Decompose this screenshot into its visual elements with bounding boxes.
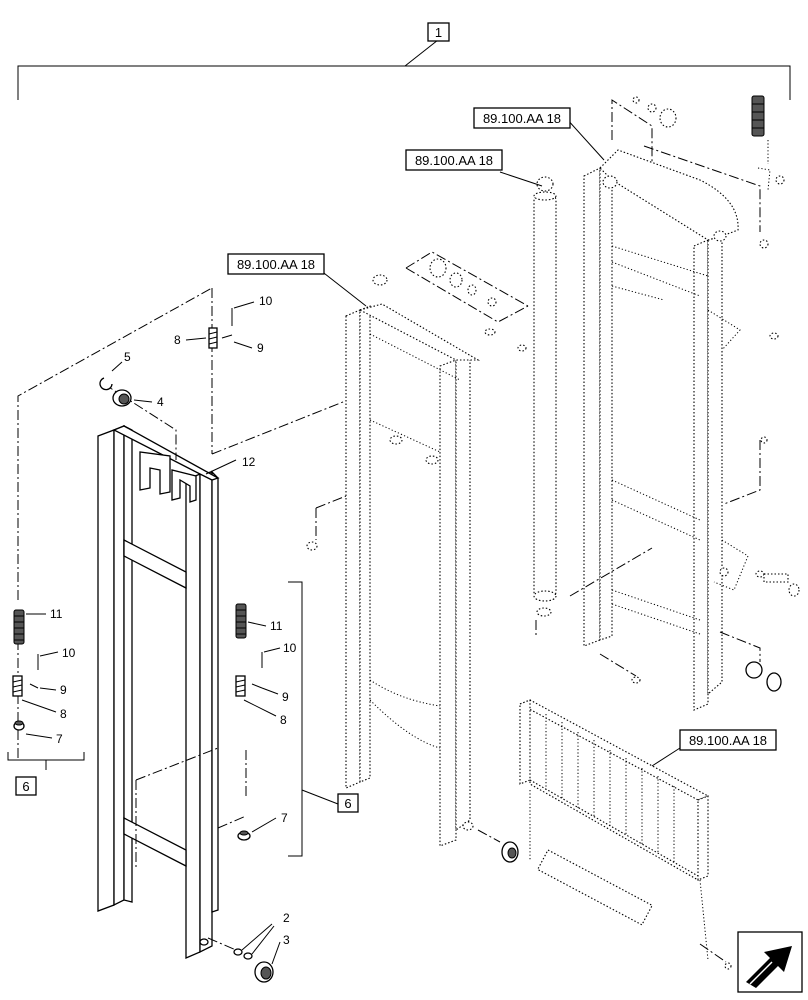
ref-inner-mast: 89.100.AA 18 xyxy=(227,253,367,307)
washer-roller-bottom: 2 3 xyxy=(233,911,290,983)
chain-anchor-top: 8 9 10 xyxy=(174,294,273,355)
callout-4: 4 xyxy=(157,395,164,409)
callout-11-right: 11 xyxy=(270,619,283,633)
assembly-bracket: 1 xyxy=(17,22,791,100)
projection-lines-left xyxy=(17,287,349,951)
ref-box-outer-mast xyxy=(473,107,571,129)
callout-10-left: 10 xyxy=(62,646,76,660)
callout-9-left: 9 xyxy=(60,683,67,697)
snap-ring xyxy=(99,377,113,391)
chain-kit-right: 11 10 9 8 6 xyxy=(235,581,359,857)
ref-box-cylinder xyxy=(405,149,503,171)
callout-8-top: 8 xyxy=(174,333,181,347)
ref-box-load-backrest xyxy=(679,729,777,751)
callout-12: 12 xyxy=(242,455,256,469)
inner-mast-channel xyxy=(97,424,220,959)
callout-5: 5 xyxy=(124,350,131,364)
kit-callout-box-right xyxy=(337,793,359,813)
bearing-roller: 4 xyxy=(112,389,164,409)
chain-kit-left: 11 10 9 8 7 6 xyxy=(7,607,85,796)
callout-7-bottom: 7 xyxy=(281,811,288,825)
callout-7-left: 7 xyxy=(56,732,63,746)
callout-6-left: 6 xyxy=(22,779,29,794)
lift-cylinder: 89.100.AA 18 xyxy=(405,149,557,636)
middle-mast xyxy=(306,251,529,863)
outer-mast: 89.100.AA 18 xyxy=(473,95,800,711)
ref-label-inner-mast: 89.100.AA 18 xyxy=(237,257,315,272)
callout-10-top: 10 xyxy=(259,294,273,308)
next-page-arrow-icon[interactable] xyxy=(737,931,803,993)
callout-8-right: 8 xyxy=(280,713,287,727)
ref-label-load-backrest: 89.100.AA 18 xyxy=(689,733,767,748)
callout-10-right: 10 xyxy=(283,641,297,655)
callout-8-left: 8 xyxy=(60,707,67,721)
ref-label-cylinder: 89.100.AA 18 xyxy=(415,153,493,168)
callout-2: 2 xyxy=(283,911,290,925)
load-backrest: 89.100.AA 18 xyxy=(518,699,777,970)
callout-3: 3 xyxy=(283,933,290,947)
callout-9-right: 9 xyxy=(282,690,289,704)
kit-callout-box-left xyxy=(15,776,37,796)
callout-11-left: 11 xyxy=(50,607,63,621)
callout-6-right: 6 xyxy=(344,796,351,811)
assembly-callout-box xyxy=(427,22,450,42)
lock-nut-bottom: 7 xyxy=(237,811,288,841)
ref-label-outer-mast: 89.100.AA 18 xyxy=(483,111,561,126)
assembly-callout: 1 xyxy=(435,25,442,40)
ref-box-inner-mast xyxy=(227,253,325,275)
callout-9-top: 9 xyxy=(257,341,264,355)
